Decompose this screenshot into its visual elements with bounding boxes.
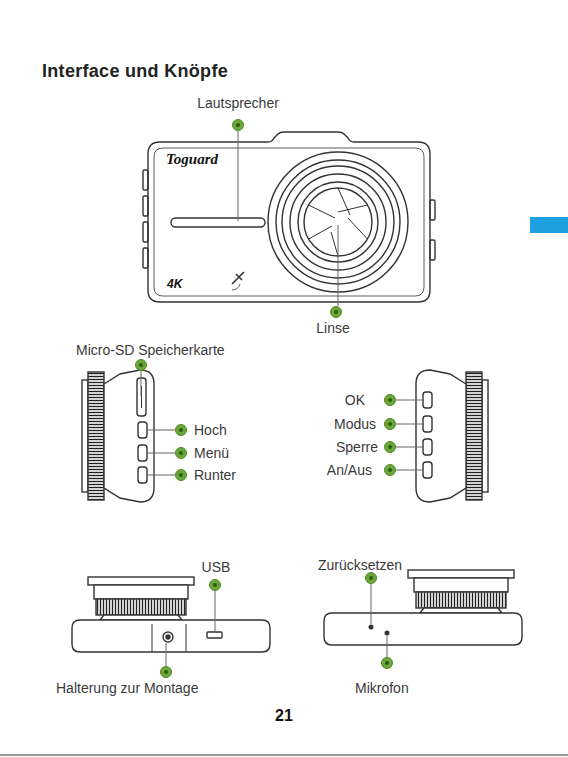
part-label: Micro-SD Speicherkarte bbox=[76, 342, 225, 358]
button-label: An/Aus bbox=[327, 462, 372, 478]
page-title: Interface und Knöpfe bbox=[42, 61, 228, 82]
page-number: 21 bbox=[275, 708, 293, 724]
port-label: USB bbox=[202, 559, 231, 575]
part-label: Mikrofon bbox=[355, 680, 409, 696]
button-label: OK bbox=[345, 392, 365, 408]
button-label: Hoch bbox=[194, 422, 227, 438]
button-label: Sperre bbox=[336, 439, 378, 455]
button-label: Modus bbox=[334, 416, 376, 432]
button-label: Menü bbox=[194, 445, 229, 461]
part-label: Linse bbox=[316, 320, 349, 336]
section-tab bbox=[530, 217, 568, 233]
button-label: Runter bbox=[194, 467, 236, 483]
part-label: Lautsprecher bbox=[197, 95, 279, 111]
part-label: Halterung zur Montage bbox=[56, 680, 198, 696]
part-label: Zurücksetzen bbox=[318, 557, 402, 573]
device-marking: 4K bbox=[167, 276, 182, 292]
brand-logo: Toguard bbox=[166, 151, 218, 167]
